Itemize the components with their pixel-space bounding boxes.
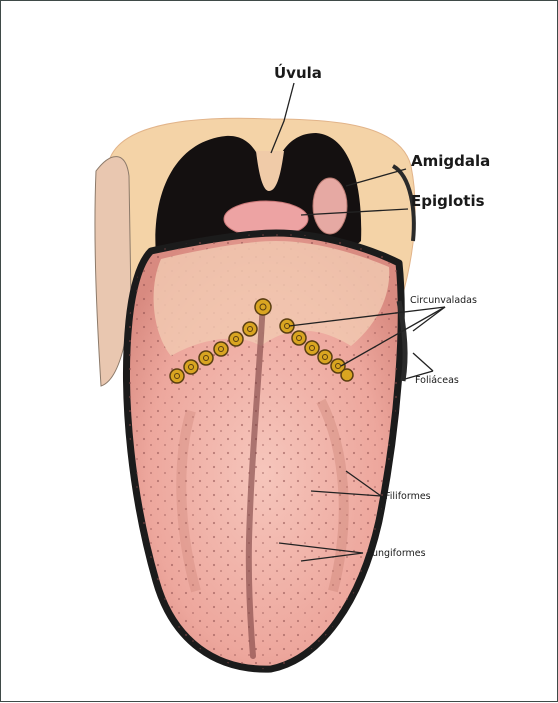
label-uvula: Úvula	[274, 63, 322, 82]
label-circunvaladas: Circunvaladas	[410, 295, 477, 306]
label-amigdala: Amigdala	[411, 152, 490, 170]
tonsil	[313, 178, 347, 234]
tongue-root	[154, 241, 390, 356]
label-foliaceas: Foliáceas	[415, 375, 459, 386]
label-fungiformes: Fungiformes	[367, 548, 426, 559]
label-epiglotis: Epiglotis	[411, 192, 485, 210]
label-filiformes: Filiformes	[385, 491, 431, 502]
